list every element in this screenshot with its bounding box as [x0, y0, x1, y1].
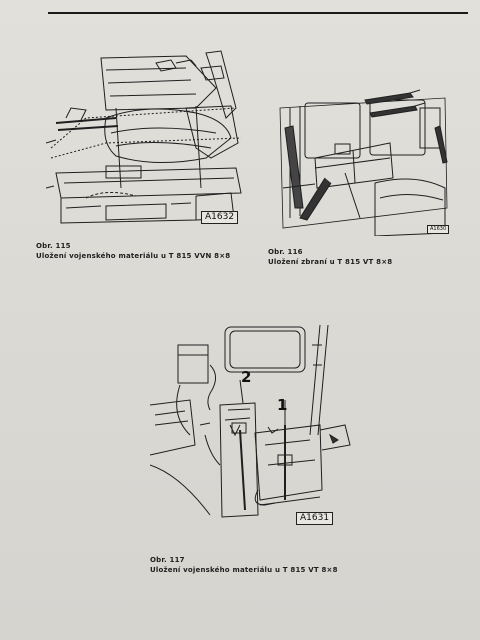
figure-117-caption-text: Uložení vojenského materiálu u T 815 VT … [150, 566, 338, 574]
figure-117-callout-2: 2 [241, 368, 252, 386]
figure-115-caption: Obr. 115 Uložení vojenského materiálu u … [36, 241, 230, 261]
figure-115-code-label: A1632 [201, 211, 239, 224]
figure-117-illustration: 2 1 A1631 [150, 325, 355, 530]
figure-116-number: Obr. 116 [268, 248, 303, 256]
figure-116-code-label: A1630 [427, 225, 450, 234]
header-rule [48, 12, 468, 14]
figure-115-number: Obr. 115 [36, 242, 71, 250]
figure-117-callout-1: 1 [277, 396, 288, 414]
figure-115-illustration: A1632 [46, 48, 246, 232]
figure-115-caption-text: Uložení vojenského materiálu u T 815 VVN… [36, 252, 231, 260]
figure-117-number: Obr. 117 [150, 556, 185, 564]
figure-116-caption-text: Uložení zbraní u T 815 VT 8×8 [268, 258, 393, 266]
figure-117-caption: Obr. 117 Uložení vojenského materiálu u … [150, 555, 338, 575]
figure-116-caption: Obr. 116 Uložení zbraní u T 815 VT 8×8 [268, 247, 392, 267]
figure-116-illustration: A1630 [275, 88, 450, 236]
figure-117-code-label: A1631 [296, 512, 334, 525]
